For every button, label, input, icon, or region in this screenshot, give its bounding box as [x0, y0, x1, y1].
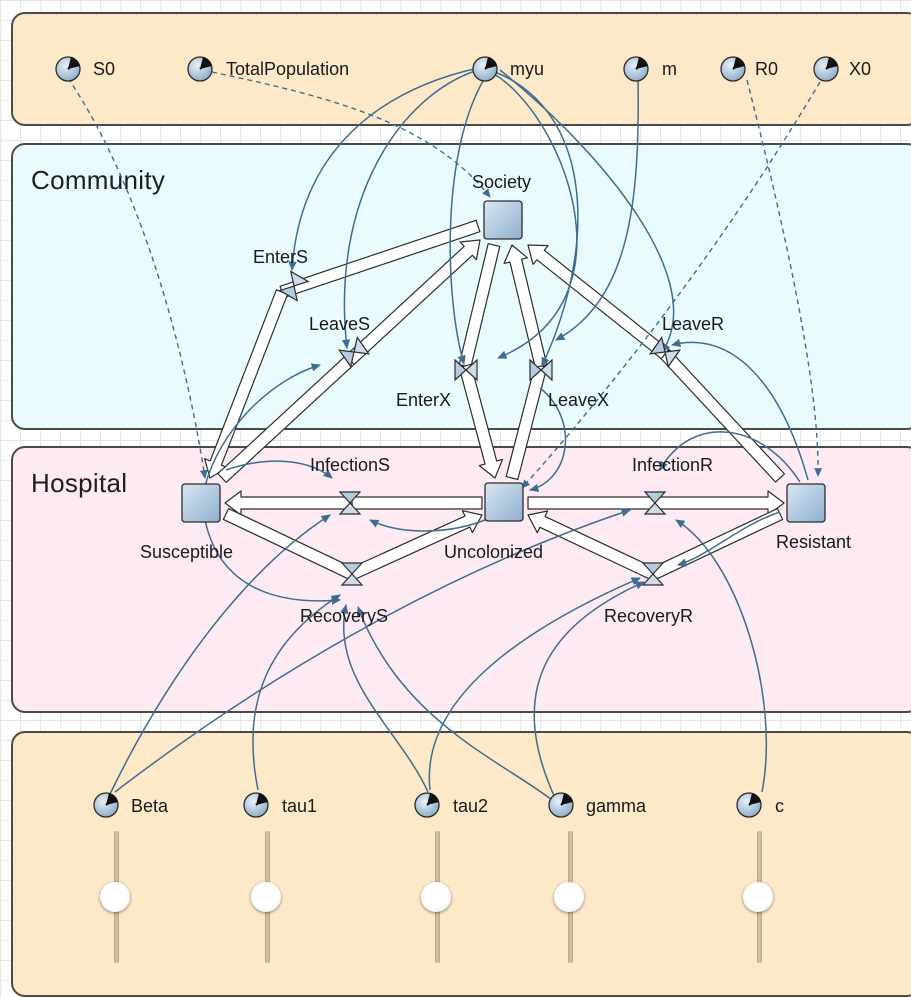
causal-links [109, 67, 809, 801]
label-c: c [775, 796, 784, 816]
label-infections: InfectionS [310, 455, 390, 475]
label-leavex: LeaveX [548, 390, 609, 410]
tau2-icon[interactable] [413, 791, 441, 819]
label-myu: myu [510, 59, 544, 79]
stock-society[interactable] [483, 200, 523, 240]
c-slider[interactable] [739, 831, 779, 963]
x0-icon[interactable] [812, 55, 840, 83]
pipe-enterx-uncolonized [458, 363, 504, 479]
pipe-infections-susceptible [224, 490, 353, 516]
label-s0: S0 [93, 59, 115, 79]
label-m: m [662, 59, 677, 79]
label-leaver: LeaveR [662, 314, 724, 334]
label-gamma: gamma [586, 796, 647, 816]
label-uncolonized: Uncolonized [444, 542, 543, 562]
pipe-infectionr-resistant [654, 490, 785, 516]
beta-icon[interactable] [92, 791, 120, 819]
pipe-recoveryr-uncolonized [527, 510, 657, 581]
label-resistant: Resistant [776, 532, 851, 552]
slider-thumb[interactable] [251, 882, 281, 912]
community-panel-title: Community [31, 165, 166, 195]
label-recoveryr: RecoveryR [604, 606, 693, 626]
stock-resistant[interactable] [786, 483, 826, 523]
slider-thumb[interactable] [100, 882, 130, 912]
label-enters: EnterS [253, 247, 308, 267]
label-totalpopulation: TotalPopulation [226, 59, 349, 79]
pipe-recoverys-uncolonized [348, 510, 483, 581]
slider-thumb[interactable] [554, 882, 584, 912]
m-icon[interactable] [622, 55, 650, 83]
flow-pipes [204, 219, 786, 581]
label-tau2: tau2 [453, 796, 488, 816]
tau1-slider[interactable] [247, 831, 287, 963]
parameters-panel [11, 12, 911, 126]
totalpopulation-icon[interactable] [186, 55, 214, 83]
c-icon[interactable] [735, 791, 763, 819]
pipe-leaves-society [345, 239, 481, 365]
label-beta: Beta [131, 796, 169, 816]
stock-susceptible[interactable] [181, 483, 221, 523]
label-x0: X0 [849, 59, 871, 79]
label-recoverys: RecoveryS [300, 606, 388, 626]
stock-uncolonized[interactable] [484, 482, 524, 522]
label-susceptible: Susceptible [140, 542, 233, 562]
s0-icon[interactable] [54, 55, 82, 83]
tau2-slider[interactable] [417, 831, 457, 963]
pipe-leavex-society [503, 244, 548, 368]
pipe-uncolonized-leavex [505, 363, 548, 481]
pipe-uncolonized-infectionr [527, 496, 656, 510]
label-r0: R0 [755, 59, 778, 79]
label-enterx: EnterX [396, 390, 451, 410]
slider-thumb[interactable] [743, 882, 773, 912]
label-infectionr: InfectionR [632, 455, 713, 475]
label-society: Society [472, 172, 531, 192]
slider-thumb[interactable] [421, 882, 451, 912]
pipe-susceptible-recoverys [222, 508, 356, 581]
myu-icon[interactable] [471, 55, 499, 83]
controls-panel [11, 731, 911, 997]
gamma-icon[interactable] [547, 791, 575, 819]
hospital-panel: Hospital [11, 446, 911, 713]
initial-value-links [67, 71, 823, 489]
label-tau1: tau1 [282, 796, 317, 816]
stocks [181, 200, 826, 523]
labels: S0 TotalPopulation myu m R0 X0 Society S… [93, 59, 871, 816]
gamma-slider[interactable] [550, 831, 590, 963]
r0-icon[interactable] [719, 55, 747, 83]
converters [54, 55, 840, 819]
pipe-uncolonized-infections [351, 496, 483, 510]
label-leaves: LeaveS [309, 314, 370, 334]
tau1-icon[interactable] [242, 791, 270, 819]
hospital-panel-title: Hospital [31, 468, 128, 498]
beta-slider[interactable] [96, 831, 136, 963]
